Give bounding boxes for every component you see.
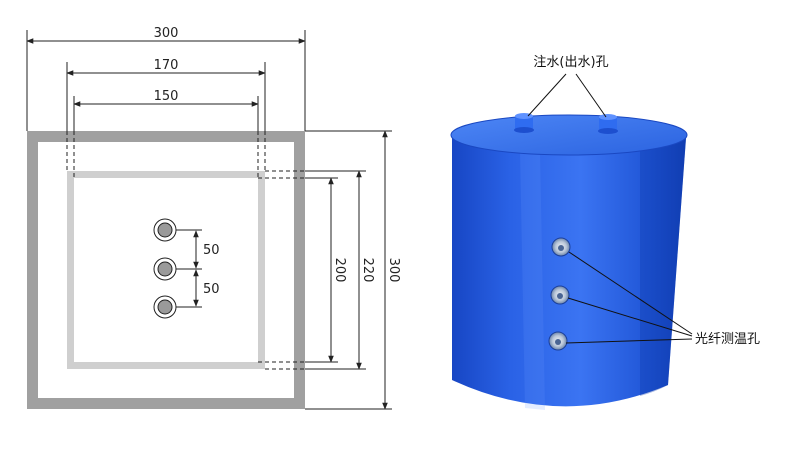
dim-label-hole-1: 50 — [203, 243, 220, 258]
cylinder-photo: 注水(出水)孔 光纤测温孔 — [450, 55, 760, 410]
cylinder-top — [451, 115, 687, 155]
dim-label-hole-2: 50 — [203, 282, 220, 297]
water-port-right — [598, 114, 618, 134]
fiber-hole-bottom — [548, 331, 568, 351]
projection-lines — [66, 131, 305, 370]
dim-label-200: 200 — [332, 258, 347, 283]
hole-bottom — [153, 295, 177, 319]
fiber-hole-top — [551, 237, 571, 257]
cylinder-body — [452, 138, 686, 407]
hole-middle — [153, 257, 177, 281]
fiber-hole-middle — [550, 285, 570, 305]
callout-lines-fiber-hole — [565, 251, 693, 344]
dim-label-170: 170 — [154, 58, 179, 73]
dim-label-300-h: 300 — [154, 26, 179, 41]
label-fiber-hole: 光纤测温孔 — [695, 332, 760, 347]
extension-lines — [26, 30, 392, 410]
technical-drawing: 300 170 150 200 220 300 — [26, 26, 401, 410]
dim-label-220: 220 — [360, 258, 375, 283]
dim-label-150: 150 — [154, 89, 179, 104]
hole-top — [153, 218, 177, 242]
dim-label-300-v: 300 — [386, 258, 401, 283]
water-port-left — [514, 113, 534, 133]
label-water-port: 注水(出水)孔 — [533, 55, 608, 70]
callout-lines-water-port — [527, 73, 607, 118]
